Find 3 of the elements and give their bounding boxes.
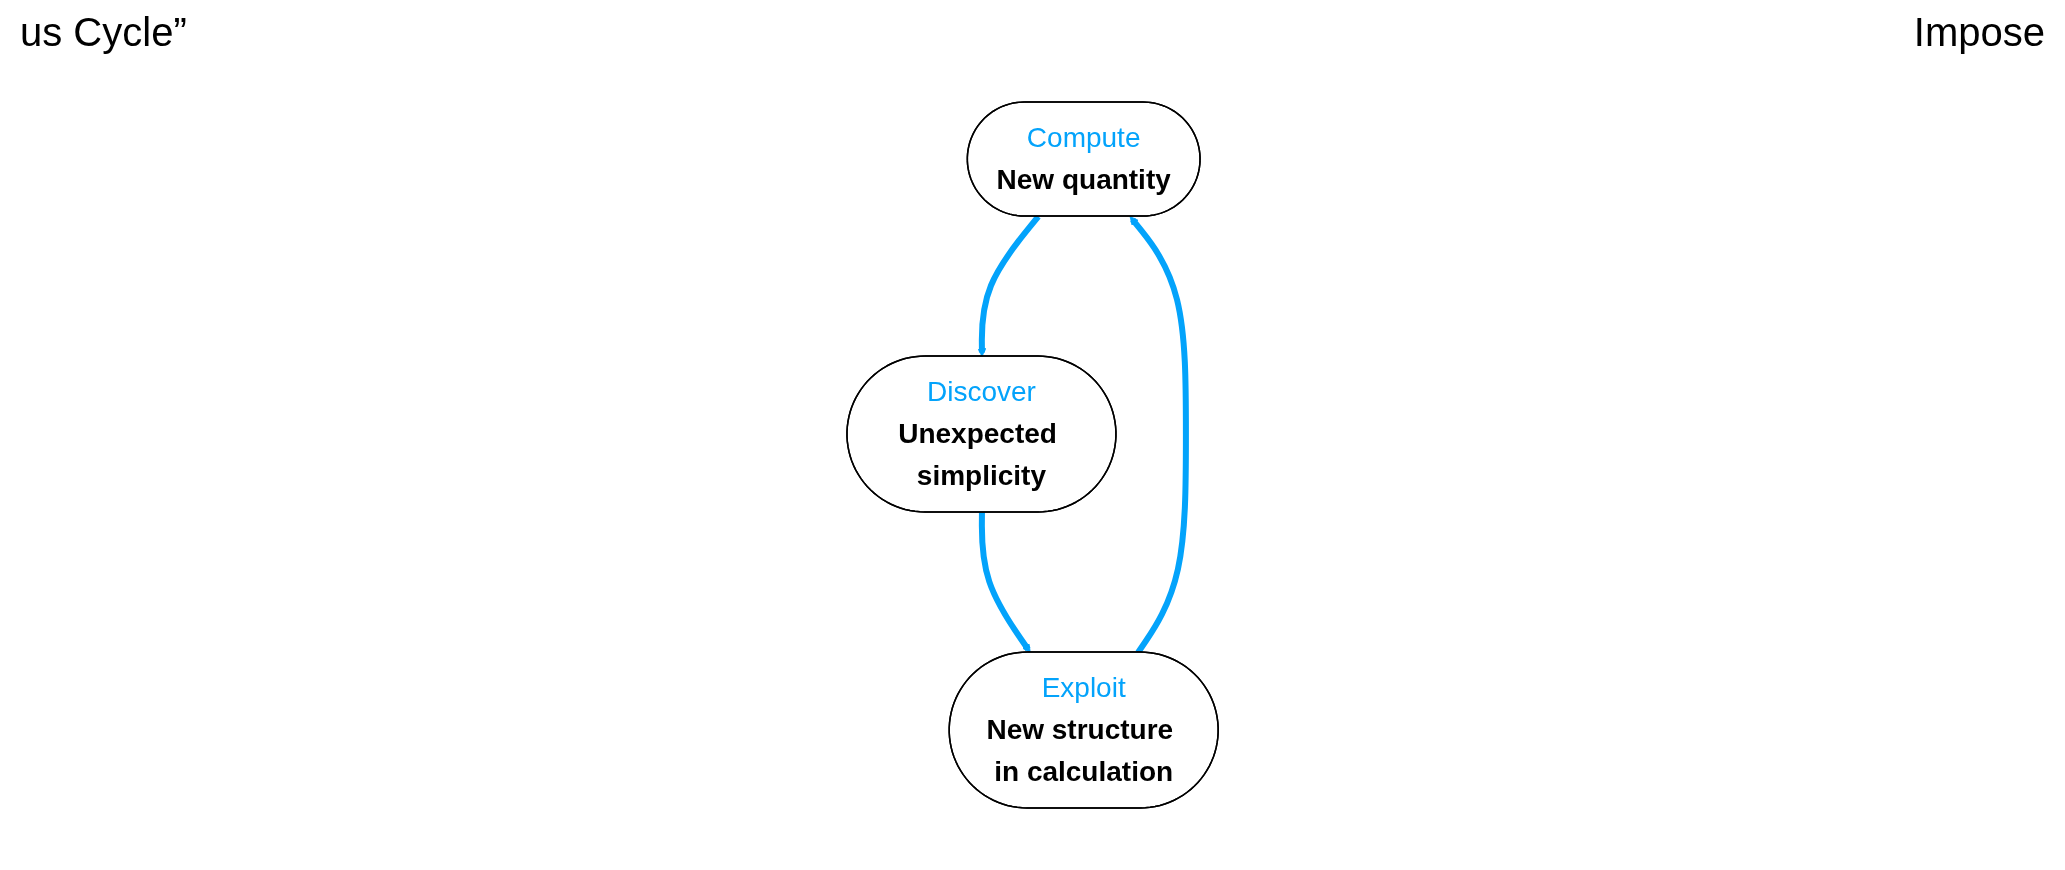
arrow	[978, 512, 1031, 653]
caption-text: us Cycle”	[20, 10, 187, 55]
caption-text: Impose	[1913, 10, 2045, 55]
